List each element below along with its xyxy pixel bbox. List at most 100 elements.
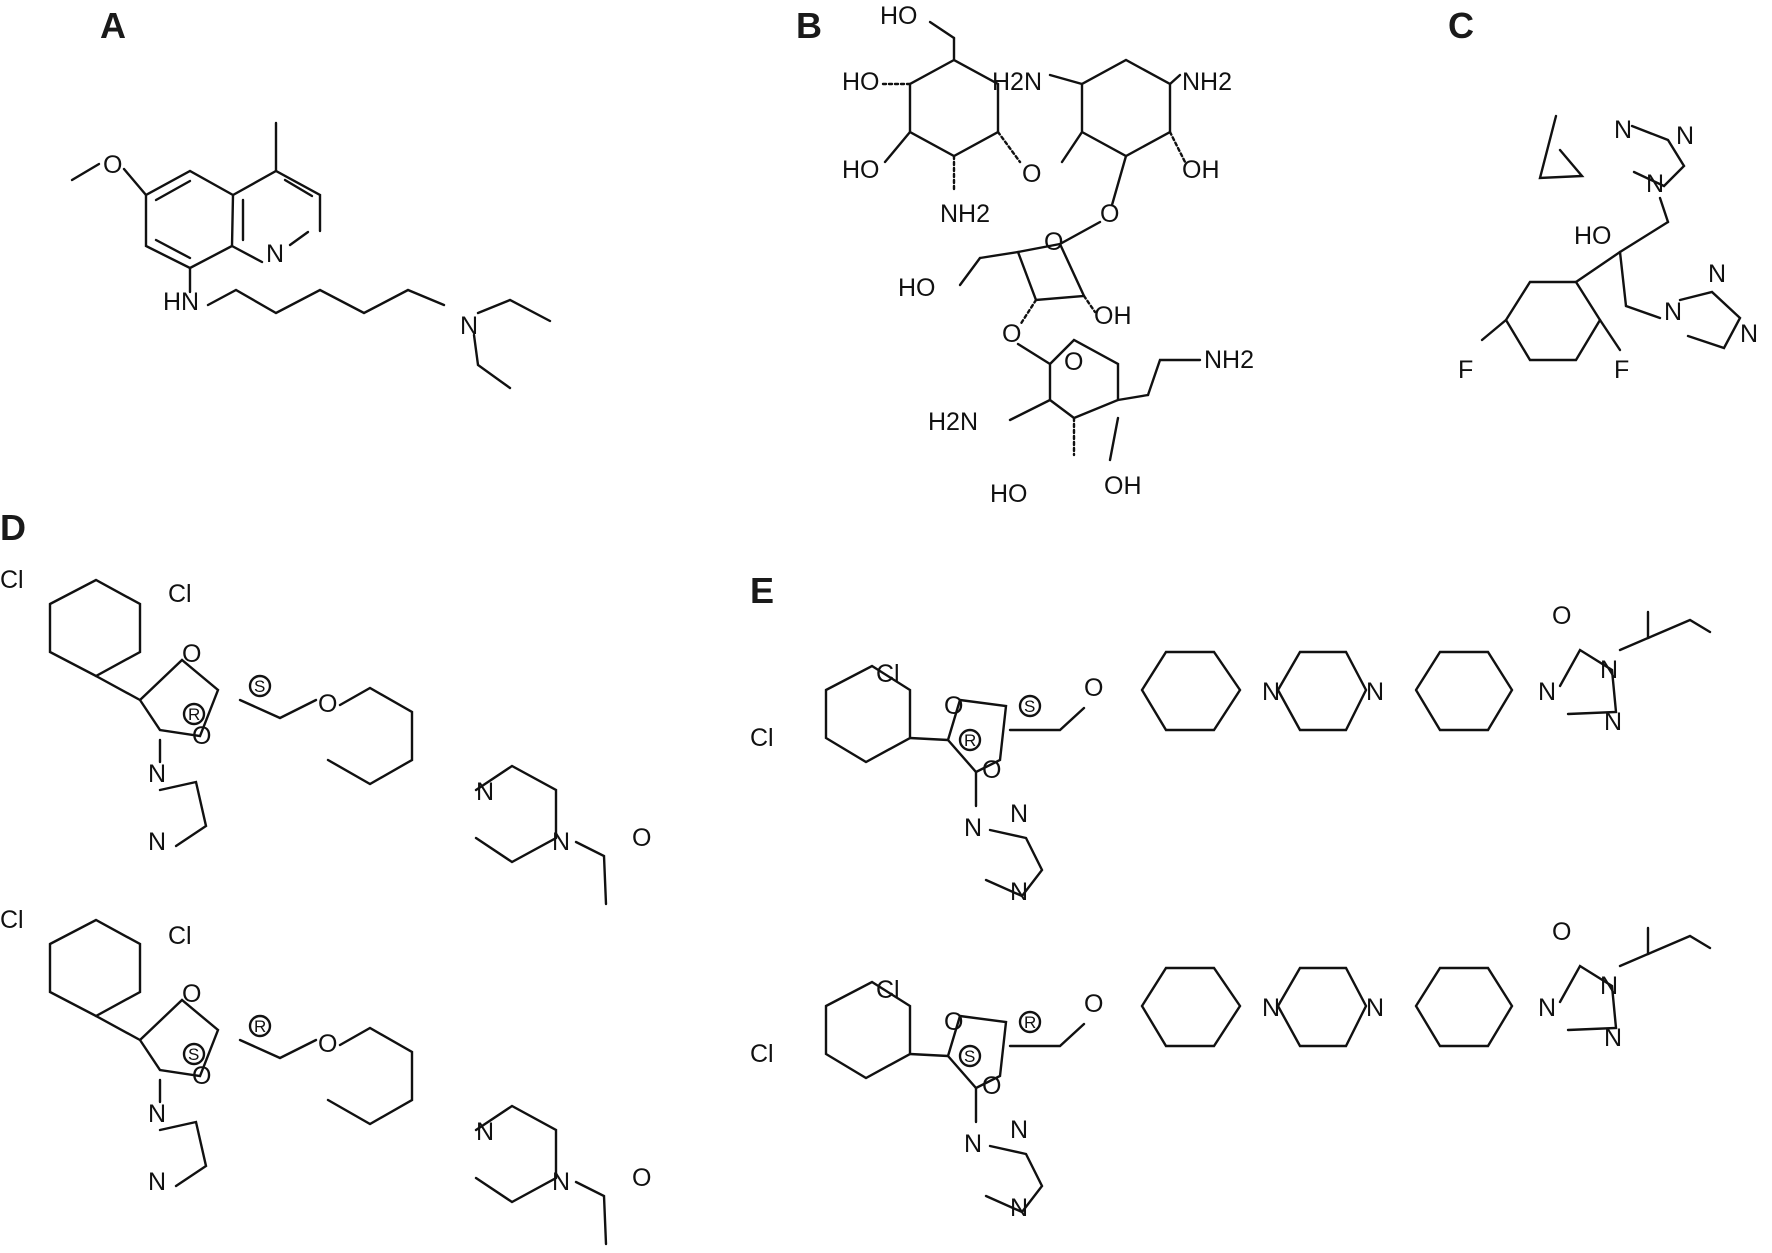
atom-n: N bbox=[1262, 678, 1280, 706]
atom-o: O bbox=[182, 980, 201, 1008]
atom-nh2: NH2 bbox=[940, 200, 990, 228]
atom-o: O bbox=[1002, 320, 1021, 348]
atom-o: O bbox=[1084, 674, 1103, 702]
structure-e-top: Cl Cl O O R S O N N N O N N N N N bbox=[750, 602, 1712, 906]
atom-n: N bbox=[1010, 1116, 1028, 1144]
stereo-marker bbox=[248, 674, 272, 698]
atom-n: N bbox=[552, 828, 570, 856]
panel-label-e: E bbox=[750, 570, 774, 611]
atom-n: N bbox=[1600, 656, 1618, 684]
atom-cl: Cl bbox=[876, 976, 900, 1004]
atom-o: O bbox=[103, 151, 122, 179]
panel-label-d: D bbox=[0, 507, 26, 548]
structure-d-bottom: Cl Cl O O S R O N N N N O bbox=[0, 906, 651, 1246]
atom-ho: HO bbox=[898, 274, 936, 302]
panel-label-b: B bbox=[796, 5, 822, 46]
atom-oh: OH bbox=[1182, 156, 1220, 184]
atom-n: N bbox=[1538, 994, 1556, 1022]
stereo-r: R bbox=[1024, 1013, 1036, 1032]
atom-h2n: H2N bbox=[928, 408, 978, 436]
atom-ho: HO bbox=[880, 2, 918, 30]
atom-cl: Cl bbox=[168, 922, 192, 950]
atom-n: N bbox=[1010, 878, 1028, 906]
atom-cl: Cl bbox=[168, 580, 192, 608]
stereo-marker bbox=[1018, 1010, 1042, 1034]
atom-n: N bbox=[1740, 320, 1758, 348]
structure-c: N N N HO N N N F F bbox=[1458, 114, 1758, 384]
atom-oh: OH bbox=[1094, 302, 1132, 330]
atom-cl: Cl bbox=[876, 660, 900, 688]
atom-n: N bbox=[1708, 260, 1726, 288]
atom-n: N bbox=[1010, 800, 1028, 828]
atom-n: N bbox=[964, 814, 982, 842]
atom-n: N bbox=[1262, 994, 1280, 1022]
atom-n: N bbox=[1664, 298, 1682, 326]
atom-n: N bbox=[148, 760, 166, 788]
stereo-marker bbox=[958, 728, 982, 752]
atom-o: O bbox=[1552, 918, 1571, 946]
stereo-s: S bbox=[964, 1047, 975, 1066]
atom-f: F bbox=[1614, 356, 1629, 384]
stereo-r: R bbox=[964, 731, 976, 750]
stereo-marker bbox=[182, 702, 206, 726]
atom-n: N bbox=[1646, 170, 1664, 198]
atom-n: N bbox=[1538, 678, 1556, 706]
atom-o: O bbox=[1022, 160, 1041, 188]
atom-n: N bbox=[476, 1118, 494, 1146]
stereo-marker bbox=[182, 1042, 206, 1066]
atom-o: O bbox=[1100, 200, 1119, 228]
atom-n: N bbox=[1676, 122, 1694, 150]
atom-o: O bbox=[982, 1072, 1001, 1100]
atom-o: O bbox=[182, 640, 201, 668]
atom-o: O bbox=[944, 1008, 963, 1036]
atom-cl: Cl bbox=[750, 724, 774, 752]
atom-o: O bbox=[1044, 228, 1063, 256]
stereo-s: S bbox=[188, 1045, 199, 1064]
atom-o: O bbox=[632, 824, 651, 852]
atom-ho: HO bbox=[1574, 222, 1612, 250]
atom-o: O bbox=[192, 1062, 211, 1090]
structure-a: O N HN N bbox=[70, 121, 552, 390]
atom-o: O bbox=[318, 1030, 337, 1058]
atom-o: O bbox=[1084, 990, 1103, 1018]
stereo-marker bbox=[958, 1044, 982, 1068]
atom-n: N bbox=[266, 240, 284, 268]
atom-o: O bbox=[318, 690, 337, 718]
atom-nh2: NH2 bbox=[1182, 68, 1232, 96]
atom-ho: HO bbox=[842, 68, 880, 96]
atom-ho: HO bbox=[990, 480, 1028, 508]
atom-n: N bbox=[1614, 116, 1632, 144]
atom-n: N bbox=[1600, 972, 1618, 1000]
atom-n: N bbox=[148, 1100, 166, 1128]
atom-n: N bbox=[1366, 678, 1384, 706]
structure-e-bottom: Cl Cl O O S R O N N N O N N N N N bbox=[750, 918, 1712, 1222]
atom-ho: HO bbox=[842, 156, 880, 184]
atom-o: O bbox=[1064, 348, 1083, 376]
atom-n: N bbox=[1604, 1024, 1622, 1052]
atom-o: O bbox=[1552, 602, 1571, 630]
structure-d-top: Cl Cl O O R S O N N N N O bbox=[0, 566, 651, 906]
structure-b: HO HO HO NH2 O H2N NH2 OH O O HO OH O O … bbox=[842, 2, 1254, 508]
atom-n: N bbox=[148, 1168, 166, 1196]
stereo-r: R bbox=[254, 1017, 266, 1036]
atom-o: O bbox=[944, 692, 963, 720]
stereo-r: R bbox=[188, 705, 200, 724]
atom-cl: Cl bbox=[0, 906, 24, 934]
stereo-s: S bbox=[1024, 697, 1035, 716]
atom-n: N bbox=[552, 1168, 570, 1196]
atom-n: N bbox=[476, 778, 494, 806]
atom-h2n: H2N bbox=[992, 68, 1042, 96]
atom-oh: OH bbox=[1104, 472, 1142, 500]
atom-n: N bbox=[1604, 708, 1622, 736]
atom-n: N bbox=[964, 1130, 982, 1158]
atom-hn: HN bbox=[163, 288, 199, 316]
panel-label-a: A bbox=[100, 5, 126, 46]
atom-n: N bbox=[1010, 1194, 1028, 1222]
atom-o: O bbox=[982, 756, 1001, 784]
atom-n: N bbox=[460, 312, 478, 340]
atom-nh2: NH2 bbox=[1204, 346, 1254, 374]
atom-o: O bbox=[192, 722, 211, 750]
atom-n: N bbox=[1366, 994, 1384, 1022]
stereo-s: S bbox=[254, 677, 265, 696]
